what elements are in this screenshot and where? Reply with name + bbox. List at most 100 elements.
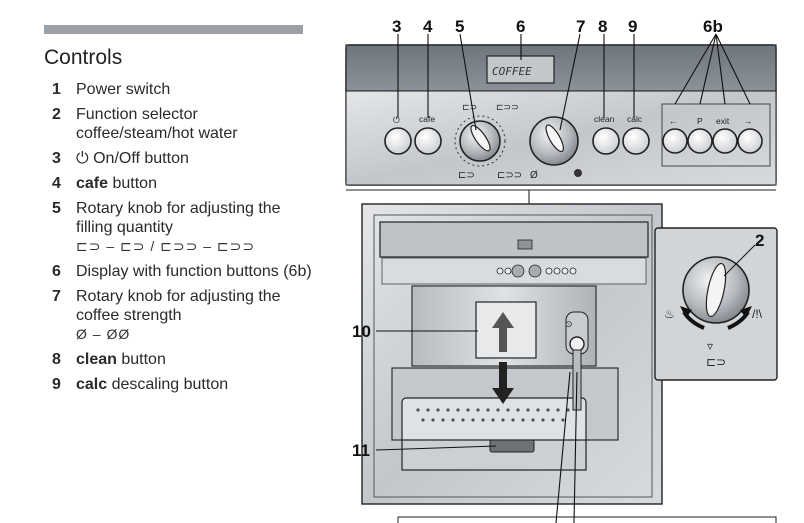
cup-icon: ⊏⊃	[706, 355, 726, 369]
callout-2-line	[723, 244, 756, 277]
cafe-button[interactable]	[414, 127, 442, 155]
filling-quantity-knob[interactable]	[454, 115, 506, 167]
large-cup-icon: ⊏⊃⊃	[496, 102, 519, 112]
item-number: 8	[52, 351, 61, 368]
right-arrow-button[interactable]	[737, 128, 763, 154]
down-arrow-icon	[492, 362, 514, 404]
clean-label: clean	[594, 114, 615, 124]
list-item: 5 Rotary knob for adjusting the filling …	[52, 199, 314, 256]
item-text: clean button	[76, 350, 314, 369]
small-cup-icon: ⊏⊃	[462, 102, 477, 112]
power-button[interactable]	[384, 127, 412, 155]
display-text: COFFEE	[492, 65, 532, 78]
lcd-display	[486, 55, 555, 84]
item-number: 2	[52, 106, 61, 123]
calc-button[interactable]	[622, 127, 650, 155]
calc-label: calc	[627, 114, 643, 124]
list-item: 3 ⏻ On/Off button	[52, 149, 314, 168]
cup-size-symbols: ⊏⊃ – ⊏⊃ / ⊏⊃⊃ – ⊏⊃⊃	[76, 238, 256, 254]
item-text: Function selector coffee/steam/hot water	[76, 106, 238, 142]
right-arrow-label: →	[744, 116, 753, 126]
item-number: 4	[52, 175, 61, 192]
rotate-right-arrowhead	[740, 306, 752, 318]
item-bold: clean	[76, 351, 117, 368]
callout-2: 2	[755, 231, 764, 250]
left-arrow-button[interactable]	[662, 128, 688, 154]
machine-body: ⊙	[361, 203, 663, 505]
power-icon: ⏻	[393, 115, 400, 125]
item-bold: cafe	[76, 175, 109, 192]
section-title: Controls	[44, 46, 123, 69]
callout-6b: 6b	[703, 17, 723, 36]
steam-selector-mini-icon: ⊙	[565, 319, 573, 329]
callout-5: 5	[455, 17, 464, 36]
callout-11-line	[375, 445, 497, 451]
nozzle-leader-1	[555, 371, 571, 523]
drip-tray-grid	[416, 408, 570, 422]
nozzle-leader-2	[573, 371, 578, 523]
item-rest: button	[108, 175, 157, 192]
callout-10: 10	[352, 322, 371, 341]
function-selector-detail: ♨ /!\ ▿ ⊏⊃	[654, 227, 778, 381]
p-label: P	[697, 116, 703, 126]
callout-3: 3	[392, 17, 401, 36]
section-rule	[44, 25, 303, 34]
list-item: 8 clean button	[52, 350, 314, 369]
coffee-strength-knob[interactable]	[529, 116, 579, 166]
item-rest: Rotary knob for adjusting the coffee str…	[76, 288, 281, 324]
exit-button[interactable]	[712, 128, 738, 154]
steam-icon: ♨	[664, 307, 675, 321]
controls-list: 1 Power switch 2 Function selector coffe…	[52, 80, 314, 394]
function-buttons-frame	[661, 103, 771, 167]
strength-symbols: Ø – ØØ	[76, 326, 131, 342]
list-item: 2 Function selector coffee/steam/hot wat…	[52, 105, 314, 143]
rotate-left-arrowhead	[680, 306, 692, 318]
callout-lines-top	[397, 33, 751, 131]
callout-7: 7	[576, 17, 585, 36]
item-number: 6	[52, 263, 61, 280]
item-number: 7	[52, 288, 61, 305]
control-panel-closeup: COFFEE ⏻ cafe ⊏⊃ ⊏⊃⊃ ⊏⊃ ⊏⊃⊃ Ø	[345, 44, 777, 186]
hot-water-icon: /!\	[752, 307, 763, 321]
item-bold: calc	[76, 376, 108, 393]
callout-4: 4	[423, 17, 433, 36]
strong-strength-icon	[574, 169, 582, 177]
list-item: 7 Rotary knob for adjusting the coffee s…	[52, 287, 314, 344]
left-arrow-label: ←	[669, 116, 678, 126]
p-button[interactable]	[687, 128, 713, 154]
item-text: calc descaling button	[76, 375, 314, 394]
controls-section: Controls 1 Power switch 2 Function selec…	[44, 25, 314, 400]
item-rest: Rotary knob for adjusting the filling qu…	[76, 200, 281, 236]
callout-11: 11	[352, 441, 370, 460]
list-item: 6 Display with function buttons (6b)	[52, 262, 314, 281]
cup-icon-lower-left: ⊏⊃	[458, 170, 475, 181]
list-item: 9 calc descaling button	[52, 375, 314, 394]
cup-icon-lower-right: ⊏⊃⊃	[497, 170, 522, 181]
mild-strength-icon: Ø	[530, 170, 538, 181]
callout-6: 6	[516, 17, 525, 36]
callout-8: 8	[598, 17, 607, 36]
list-item: 4 cafe button	[52, 174, 314, 193]
bottom-detail-frame	[397, 516, 777, 523]
item-number: 9	[52, 376, 61, 393]
cafe-label: cafe	[419, 114, 435, 124]
exit-label: exit	[716, 116, 730, 126]
item-text: cafe button	[76, 174, 314, 193]
mini-control-row	[496, 264, 577, 278]
list-item: 1 Power switch	[52, 80, 314, 99]
item-number: 3	[52, 150, 61, 167]
item-rest: descaling button	[107, 376, 229, 393]
item-text: Display with function buttons (6b)	[76, 263, 312, 280]
up-arrow-icon	[492, 312, 514, 352]
callout-9: 9	[628, 17, 637, 36]
item-number: 1	[52, 81, 61, 98]
item-number: 5	[52, 200, 61, 217]
clean-button[interactable]	[592, 127, 620, 155]
item-text: Rotary knob for adjusting the coffee str…	[76, 287, 314, 344]
item-text: Rotary knob for adjusting the filling qu…	[76, 199, 314, 256]
item-text: Power switch	[76, 81, 171, 98]
item-rest: button	[116, 351, 166, 368]
coffee-cup-icon: ▿	[707, 339, 713, 353]
item-text: ⏻ On/Off button	[76, 150, 189, 167]
